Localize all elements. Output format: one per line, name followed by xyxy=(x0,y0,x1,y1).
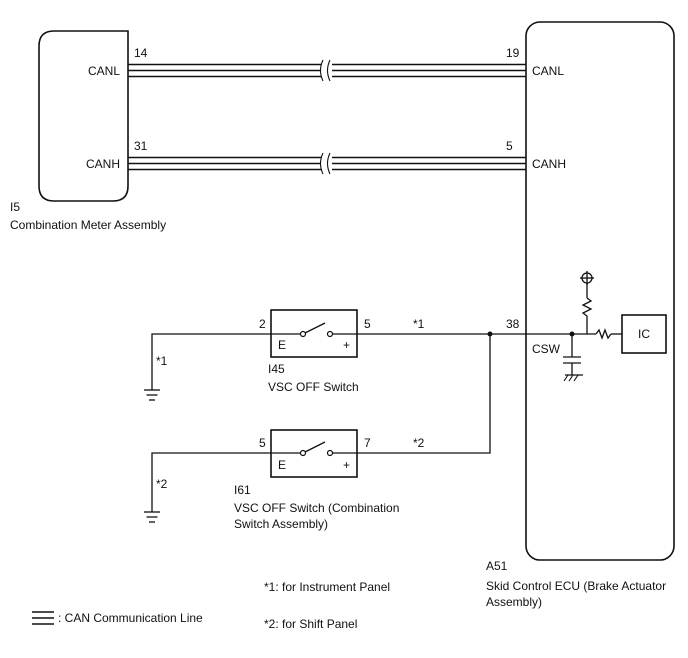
ground-icon-i45 xyxy=(144,389,160,401)
meter-canl-label: CANL xyxy=(88,64,120,78)
ecu-name-line1: Skid Control ECU (Brake Actuator xyxy=(486,579,666,593)
i45-ground-note: *1 xyxy=(156,354,168,368)
i61-terminal-e: E xyxy=(278,458,286,472)
skid-ecu-block: CANL CANH 19 5 38 CSW A51 Skid Control E… xyxy=(486,21,675,609)
note-shift-panel: *2: for Shift Panel xyxy=(264,617,357,631)
i61-pin-left: 5 xyxy=(259,436,266,450)
i45-wire-note: *1 xyxy=(413,317,425,331)
meter-code: I5 xyxy=(10,200,20,214)
meter-name: Combination Meter Assembly xyxy=(10,218,166,232)
legend-can-text: : CAN Communication Line xyxy=(58,611,203,625)
i61-pin-right: 7 xyxy=(364,436,371,450)
i61-code: I61 xyxy=(234,483,251,497)
i45-code: I45 xyxy=(268,362,285,376)
can-bus-canl xyxy=(128,59,526,82)
skid-ecu-box xyxy=(525,21,675,561)
meter-canh-label: CANH xyxy=(86,157,120,171)
ecu-canl-pin: 19 xyxy=(506,46,520,60)
i61-ground-note: *2 xyxy=(156,477,168,491)
legend-can-line: : CAN Communication Line xyxy=(32,611,203,625)
can-bus-canh xyxy=(128,152,526,175)
ecu-canh-pin: 5 xyxy=(506,139,513,153)
switch-i61: *2 E + 5 7 I61 VSC OFF Switch (Combinati… xyxy=(144,334,491,531)
combination-meter-block: CANL CANH 14 31 I5 Combination Meter Ass… xyxy=(10,30,166,232)
switch-i45: *1 E + 2 5 I45 VSC OFF Switch *1 xyxy=(144,309,526,401)
i61-name-line2: Switch Assembly) xyxy=(234,517,328,531)
note-instrument-panel: *1: for Instrument Panel xyxy=(264,580,390,594)
ic-box xyxy=(621,314,667,354)
meter-canl-pin: 14 xyxy=(134,46,148,60)
ecu-canh-label: CANH xyxy=(532,157,566,171)
ecu-canl-label: CANL xyxy=(532,64,564,78)
i45-name: VSC OFF Switch xyxy=(268,380,359,394)
ecu-code: A51 xyxy=(486,559,508,573)
i61-wire-note: *2 xyxy=(413,436,425,450)
i45-pin-right: 5 xyxy=(364,317,371,331)
i61-name-line1: VSC OFF Switch (Combination xyxy=(234,501,399,515)
i45-pin-left: 2 xyxy=(259,317,266,331)
ecu-csw-label: CSW xyxy=(532,342,561,356)
ecu-csw-pin: 38 xyxy=(506,317,520,331)
i45-terminal-plus: + xyxy=(343,338,350,352)
ecu-name-line2: Assembly) xyxy=(486,595,542,609)
meter-canh-pin: 31 xyxy=(134,139,148,153)
i45-terminal-e: E xyxy=(278,338,286,352)
ground-icon-i61 xyxy=(144,511,160,523)
ecu-internal-circuit: IC xyxy=(526,271,667,382)
i61-terminal-plus: + xyxy=(343,458,350,472)
i45-switch-contact-icon xyxy=(304,322,326,334)
i61-switch-contact-icon xyxy=(304,441,326,453)
combination-meter-box xyxy=(38,30,129,202)
ic-label: IC xyxy=(638,327,650,341)
